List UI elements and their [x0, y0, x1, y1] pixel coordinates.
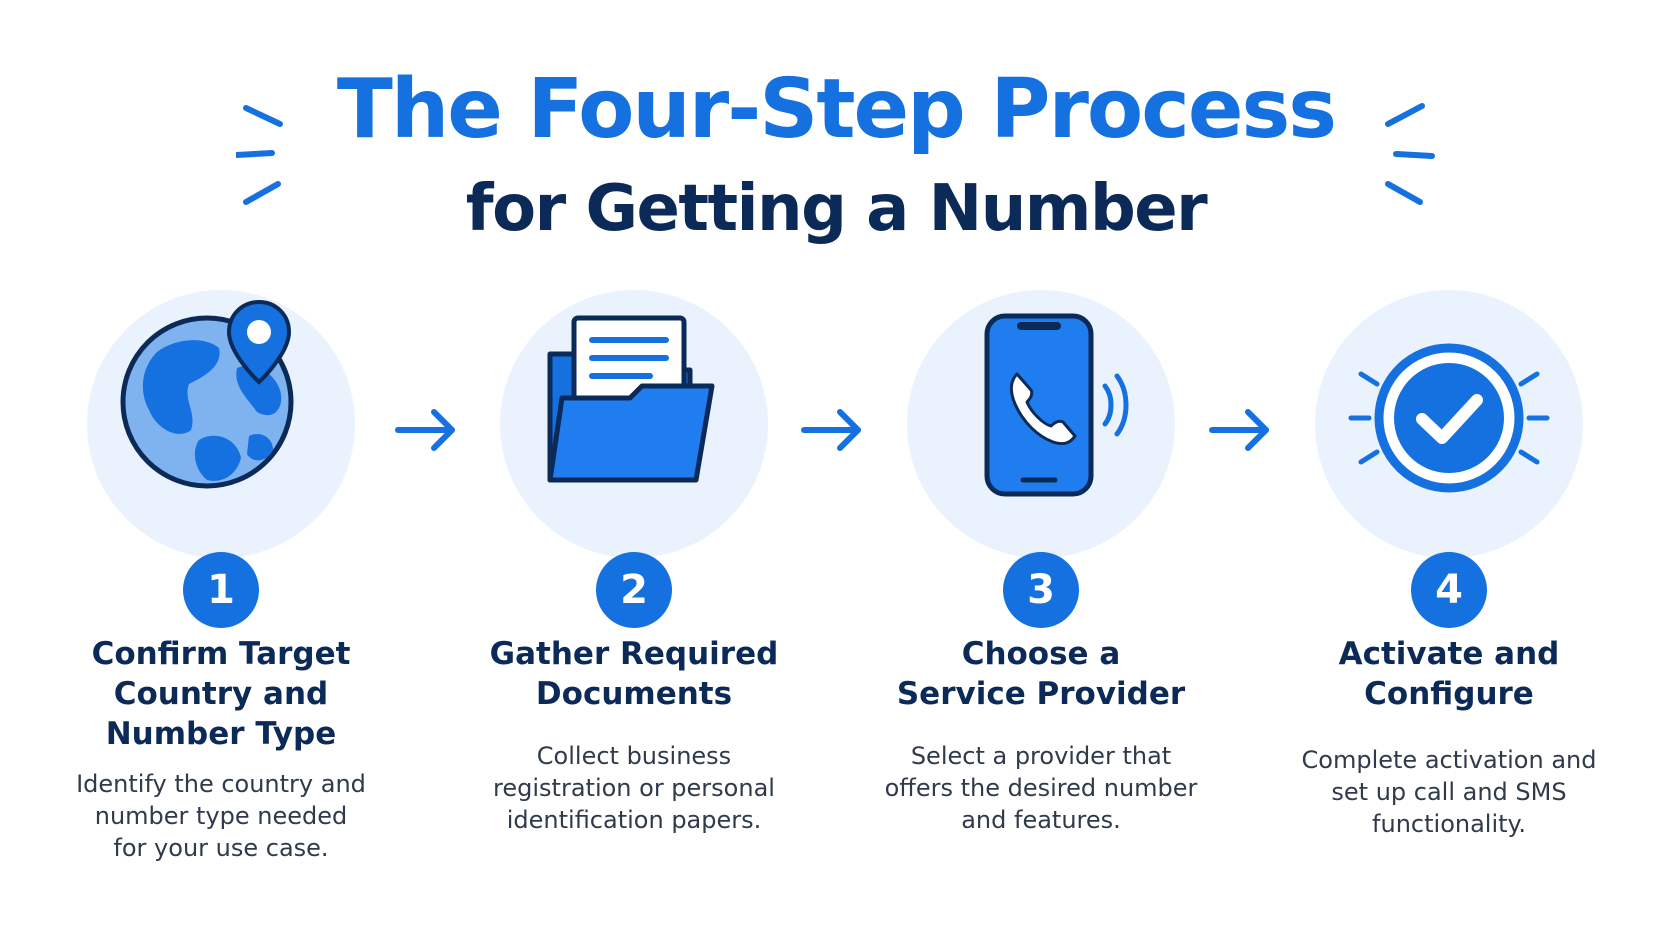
- step-description-line: Collect business: [536, 742, 732, 770]
- step-title-line: Number Type: [105, 716, 337, 752]
- step-title: Activate and Configure: [1259, 634, 1639, 714]
- page-title: The Four-Step Process: [336, 62, 1337, 157]
- arrow-right-icon: [395, 409, 455, 451]
- step-description-line: functionality.: [1372, 810, 1526, 838]
- step-title-line: Country and: [113, 676, 329, 712]
- step-title: Confirm Target Country and Number Type: [31, 634, 411, 754]
- step-description-line: Complete activation and: [1301, 746, 1597, 774]
- folder-with-document-icon: [547, 315, 715, 483]
- arrow-right-icon: [801, 409, 861, 451]
- smartphone-call-icon: [984, 313, 1129, 497]
- globe-with-location-pin-icon: [120, 299, 294, 489]
- step-description-line: identification papers.: [506, 806, 762, 834]
- step-description-line: Select a provider that: [910, 742, 1172, 770]
- step-number-badge: 4: [1411, 552, 1487, 628]
- step-title-line: Gather Required: [489, 636, 779, 672]
- step-description-line: for your use case.: [113, 834, 329, 862]
- step-description: Identify the country and number type nee…: [51, 768, 391, 864]
- step-number-badge: 3: [1003, 552, 1079, 628]
- sparkle-lines-right-icon: [1385, 103, 1435, 205]
- step-description-line: set up call and SMS: [1331, 778, 1567, 806]
- step-description-line: registration or personal: [493, 774, 775, 802]
- step-title-line: Activate and: [1338, 636, 1560, 672]
- step-number-badge: 1: [183, 552, 259, 628]
- step-title: Gather Required Documents: [444, 634, 824, 714]
- step-description-line: Identify the country and: [76, 770, 366, 798]
- step-title-line: Confirm Target: [91, 636, 351, 672]
- step-title: Choose a Service Provider: [851, 634, 1231, 714]
- page-subtitle: for Getting a Number: [465, 172, 1208, 246]
- step-title-line: Documents: [535, 676, 733, 712]
- step-number-badge: 2: [596, 552, 672, 628]
- step-description: Collect business registration or persona…: [464, 740, 804, 836]
- step-description-line: offers the desired number: [884, 774, 1198, 802]
- step-title-line: Choose a: [961, 636, 1121, 672]
- step-description: Complete activation and set up call and …: [1279, 744, 1619, 840]
- checkmark-badge-icon: [1348, 343, 1550, 493]
- step-description-line: and features.: [961, 806, 1121, 834]
- step-description: Select a provider that offers the desire…: [871, 740, 1211, 836]
- step-description-line: number type needed: [94, 802, 348, 830]
- arrow-right-icon: [1209, 409, 1269, 451]
- step-title-line: Service Provider: [896, 676, 1186, 712]
- sparkle-lines-left-icon: [236, 105, 283, 205]
- step-title-line: Configure: [1364, 676, 1534, 712]
